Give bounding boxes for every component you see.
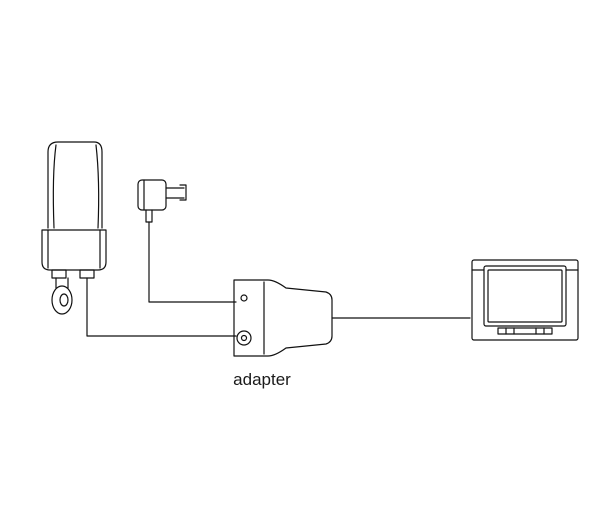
adapter-device [233,279,333,357]
antenna-unit [41,141,107,315]
tv-control-panel [497,327,553,335]
power-plug-prongs [165,187,185,199]
antenna-housing [47,141,103,229]
antenna-cap-line [52,144,57,229]
adapter-power-port [240,294,248,302]
adapter-coax-port-outer [236,330,252,346]
power-plug [137,179,187,223]
antenna-knob [51,285,73,315]
adapter-label: adapter [233,370,291,389]
tv-screen [487,269,563,323]
power-plug-body [137,179,167,211]
antenna-connector-left [51,269,67,279]
power-plug-strain-relief [145,209,153,223]
wire-antenna-to-adapter [86,277,237,337]
wire-power-to-adapter [148,221,237,303]
television [471,259,579,341]
tv-frame [471,259,579,341]
tv-screen-bezel [483,265,567,327]
antenna-base [41,229,107,271]
adapter-coax-port-inner [240,334,248,342]
antenna-connector-right [79,269,95,279]
adapter-body [233,279,333,357]
